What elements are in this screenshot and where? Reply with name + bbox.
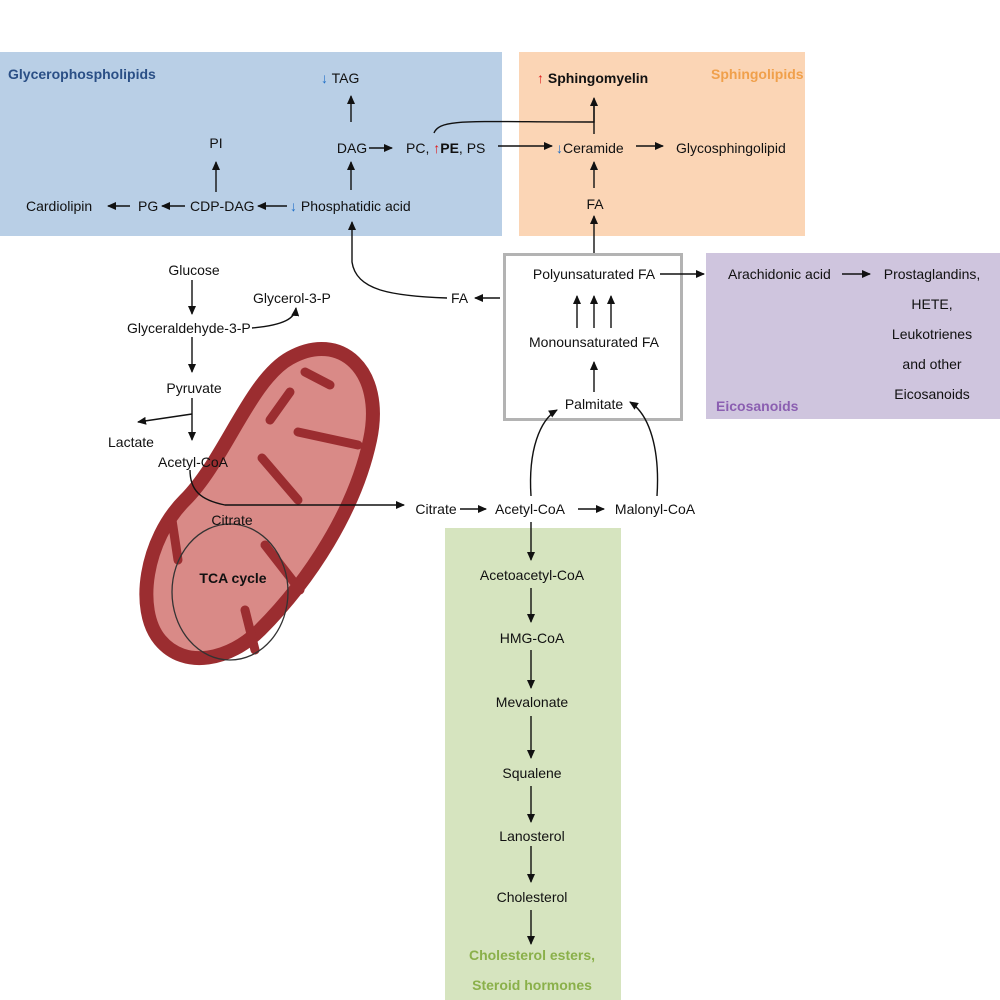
glycerophospholipids-region <box>0 52 502 236</box>
hmg-coa-node: HMG-CoA <box>499 630 565 646</box>
monounsaturated-fa-node: Monounsaturated FA <box>529 334 659 350</box>
fa-node: FA <box>451 290 469 306</box>
glucose-node: Glucose <box>168 262 220 278</box>
ceramide-label: Ceramide <box>563 140 624 156</box>
palmitate-node: Palmitate <box>564 396 624 412</box>
eicosanoid-products-line-5: Eicosanoids <box>894 386 970 402</box>
malonyl-coa-node: Malonyl-CoA <box>614 501 696 517</box>
cdp-dag-node: CDP-DAG <box>190 198 255 214</box>
citrate-mito-node: Citrate <box>211 512 253 528</box>
fa-sphingolipid-node: FA <box>586 196 604 212</box>
decrease-arrow-icon: ↓ <box>556 140 563 156</box>
polyunsaturated-fa-node: Polyunsaturated FA <box>532 266 656 282</box>
decrease-arrow-icon: ↓ <box>290 198 297 214</box>
eicosanoid-products-line-3: Leukotrienes <box>891 326 973 342</box>
lactate-node: Lactate <box>108 434 154 450</box>
ps-label: , PS <box>458 140 486 156</box>
increase-arrow-icon: ↑ <box>433 140 441 156</box>
increase-arrow-icon: ↑ <box>537 70 544 86</box>
tca-cycle-node: TCA cycle <box>199 570 267 586</box>
eicosanoids-region <box>706 253 1000 419</box>
arachidonic-acid-node: Arachidonic acid <box>728 266 831 282</box>
glyceraldehyde-3p-node: Glyceraldehyde-3-P <box>127 320 251 336</box>
cholesterol-node: Cholesterol <box>496 889 568 905</box>
mevalonate-node: Mevalonate <box>495 694 569 710</box>
sphingolipids-title: Sphingolipids <box>711 66 804 82</box>
glycerophospholipids-title: Glycerophospholipids <box>8 66 156 82</box>
pe-label: PE <box>440 140 459 156</box>
pc-label: PC, <box>406 140 430 156</box>
decrease-arrow-icon: ↓ <box>321 70 328 86</box>
steroid-hormones-label: Steroid hormones <box>472 977 592 993</box>
cholesterol-synthesis-region <box>445 528 621 1000</box>
acetyl-coa-node: Acetyl-CoA <box>494 501 566 517</box>
lanosterol-node: Lanosterol <box>499 828 565 844</box>
pi-node: PI <box>209 135 223 151</box>
squalene-node: Squalene <box>502 765 562 781</box>
cholesterol-esters-label: Cholesterol esters, <box>468 947 596 963</box>
pc-pe-ps-node: PC, ↑PE, PS <box>406 140 485 156</box>
cardiolipin-node: Cardiolipin <box>26 198 93 214</box>
citrate-node: Citrate <box>415 501 457 517</box>
glycerol-3p-node: Glycerol-3-P <box>253 290 331 306</box>
eicosanoids-title: Eicosanoids <box>716 398 799 414</box>
eicosanoid-products-line-2: HETE, <box>911 296 953 312</box>
pyruvate-node: Pyruvate <box>166 380 222 396</box>
mitochondrion-icon <box>139 342 380 666</box>
sphingomyelin-label: Sphingomyelin <box>547 70 649 86</box>
pg-node: PG <box>138 198 159 214</box>
tag-node: ↓ TAG <box>321 70 359 86</box>
fatty-acid-synthesis-box <box>503 253 683 421</box>
dag-node: DAG <box>336 140 368 156</box>
phosphatidic-acid-label: Phosphatidic acid <box>300 198 411 214</box>
tag-label: TAG <box>331 70 360 86</box>
sphingomyelin-node: ↑ Sphingomyelin <box>537 70 648 86</box>
acetoacetyl-coa-node: Acetoacetyl-CoA <box>479 567 585 583</box>
acetyl-coa-mito-node: Acetyl-CoA <box>157 454 229 470</box>
eicosanoid-products-line-4: and other <box>902 356 962 372</box>
glycosphingolipid-node: Glycosphingolipid <box>676 140 786 156</box>
eicosanoid-products-line-1: Prostaglandins, <box>883 266 981 282</box>
phosphatidic-acid-node: ↓ Phosphatidic acid <box>290 198 411 214</box>
ceramide-node: ↓Ceramide <box>556 140 624 156</box>
